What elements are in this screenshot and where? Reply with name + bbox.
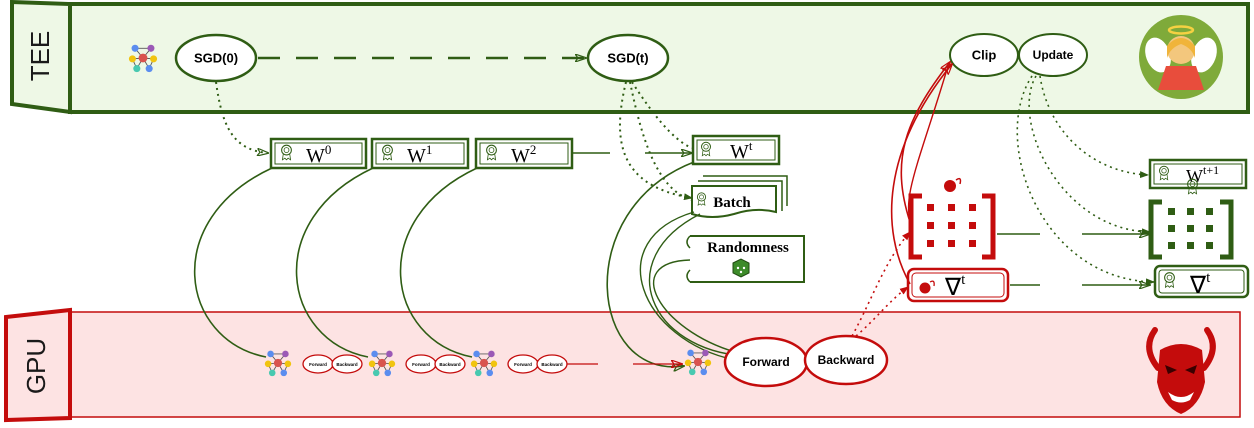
weight-wt1-base: W	[1186, 166, 1203, 186]
gradient-green-sup: t	[1206, 270, 1211, 286]
weight-w1-base: W	[407, 145, 426, 167]
angel-icon	[1139, 15, 1223, 99]
gradient-matrix-green	[1148, 178, 1234, 260]
randomness-to-forward-curve	[653, 259, 736, 353]
backward-small-label-1: Backward	[439, 362, 461, 367]
gpu-step-2: Forward Backward	[470, 350, 568, 377]
forward-small-label-1: Forward	[412, 362, 430, 367]
devil-icon	[1146, 327, 1216, 414]
sgd-t-label: SGD(t)	[607, 50, 648, 65]
gpu-step-1: Forward Backward	[368, 350, 466, 377]
dice-icon	[732, 258, 750, 278]
w1-to-gpu-curve	[295, 167, 374, 358]
weight-box-w0: W0	[269, 137, 368, 170]
batch-to-forward-curve-2	[648, 213, 746, 357]
update-to-wt1-arrow	[1039, 75, 1149, 179]
tee-label-tab	[10, 0, 72, 115]
randomness-scroll: Randomness	[686, 235, 805, 283]
weight-box-w2: W2	[474, 137, 574, 170]
gradient-red-sup: t	[961, 272, 966, 288]
gpu-label: GPU	[21, 338, 51, 394]
backward-to-gradient-arrow	[855, 286, 909, 337]
update-to-gradient-arrow	[1016, 75, 1155, 286]
backward-node	[803, 334, 889, 386]
weight-wt-base: W	[730, 141, 749, 163]
gradient-matrix-red	[908, 177, 996, 260]
update-node	[1018, 33, 1088, 77]
batch-label: Batch	[713, 195, 751, 211]
gradient-to-clip-arrow	[890, 64, 952, 285]
devil-seal-icon	[944, 177, 962, 192]
tee-label: TEE	[25, 31, 55, 82]
sgd-0-label: SGD(0)	[194, 50, 238, 65]
sgd-0-node	[174, 33, 258, 83]
wt-to-gpu-curve	[606, 161, 695, 367]
svg-text:W0: W0	[306, 142, 331, 167]
gradient-green-base: ∇	[1189, 273, 1207, 299]
sgd-t-node	[586, 33, 670, 83]
sgd0-to-w0-arrow	[215, 81, 268, 153]
forward-small-label-2: Forward	[514, 362, 532, 367]
matrix-to-clip-arrow-1	[900, 62, 950, 223]
clip-label: Clip	[972, 47, 997, 62]
batch-stack: Batch	[691, 175, 788, 218]
w0-to-gpu-curve	[193, 167, 273, 358]
sgdt-to-wt-arrow	[631, 81, 693, 149]
svg-text:Wt: Wt	[730, 138, 753, 163]
w2-to-gpu-curve	[399, 167, 478, 358]
weight-box-wt: Wt	[691, 134, 781, 166]
svg-text:W1: W1	[407, 142, 432, 167]
backward-to-matrix-arrow	[851, 231, 911, 337]
sgdt-to-batch-arrow-1	[619, 81, 693, 201]
backward-small-label-2: Backward	[541, 362, 563, 367]
svg-text:W2: W2	[511, 142, 536, 167]
weight-w1-sup: 1	[426, 142, 433, 157]
gradient-box-green: ∇t	[1153, 264, 1250, 299]
gpu-step-0: Forward Backward	[264, 350, 363, 377]
randomness-label: Randomness	[707, 240, 789, 256]
update-label: Update	[1033, 48, 1074, 62]
weight-wt-sup: t	[749, 138, 753, 153]
weight-wt1-sup: t+1	[1203, 163, 1219, 177]
svg-text:∇t: ∇t	[1189, 270, 1211, 299]
gradient-box-red: ∇t	[906, 267, 1010, 303]
weight-w0-base: W	[306, 145, 325, 167]
forward-label: Forward	[742, 355, 789, 369]
forward-small-label-0: Forward	[309, 362, 327, 367]
matrix-to-clip-arrow-2	[907, 65, 949, 227]
weight-w0-sup: 0	[325, 142, 332, 157]
backward-label: Backward	[818, 353, 875, 367]
svg-text:∇t: ∇t	[944, 272, 966, 301]
gradient-red-base: ∇	[944, 275, 962, 301]
weight-w2-sup: 2	[530, 142, 537, 157]
weight-box-w1: W1	[370, 137, 470, 170]
batch-to-forward-curve-1	[639, 211, 736, 361]
weight-w2-base: W	[511, 145, 530, 167]
backward-small-label-0: Backward	[336, 362, 358, 367]
gpu-label-tab	[4, 307, 72, 423]
weight-box-wt1: Wt+1	[1148, 158, 1248, 190]
svg-text:Wt+1: Wt+1	[1186, 163, 1219, 186]
